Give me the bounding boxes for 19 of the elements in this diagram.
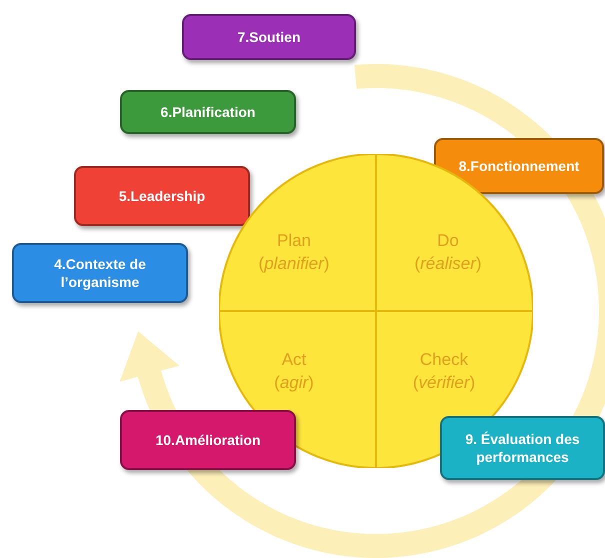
box-label: 9. Évaluation des performances xyxy=(464,430,581,466)
quadrant-label: Do (réaliser) xyxy=(414,230,482,275)
process-box xyxy=(440,416,605,480)
box-label: 8.Fonctionnement xyxy=(458,156,580,176)
process-box xyxy=(120,410,296,470)
process-box xyxy=(12,243,188,303)
process-box xyxy=(434,138,604,194)
process-box xyxy=(120,90,296,134)
quadrant-segment xyxy=(219,154,376,311)
process-box xyxy=(182,14,356,60)
quadrant-label: Check (vérifier) xyxy=(412,349,476,394)
process-box xyxy=(74,166,250,226)
box-label: 10.Amélioration xyxy=(155,430,261,450)
quadrant-label: Act (agir) xyxy=(274,349,314,394)
box-label: 4.Contexte de l’organisme xyxy=(53,254,147,292)
quadrant-label: Plan (planifier) xyxy=(258,230,330,275)
box-label: 6.Planification xyxy=(160,102,256,122)
box-label: 7.Soutien xyxy=(237,28,300,46)
box-label: 5.Leadership xyxy=(118,186,206,206)
